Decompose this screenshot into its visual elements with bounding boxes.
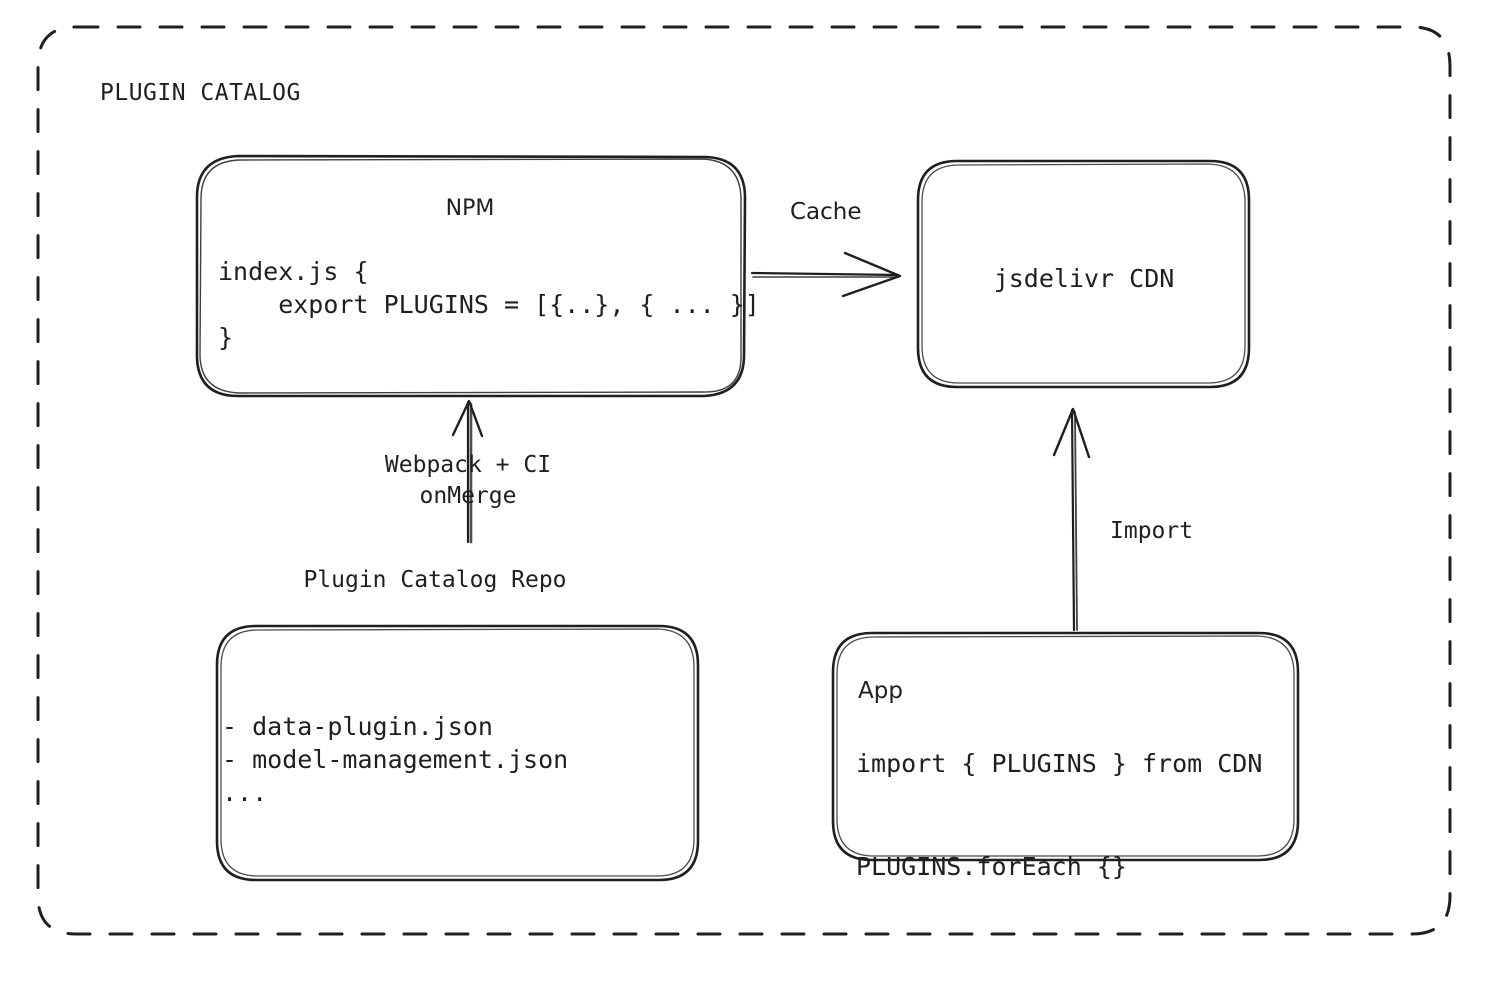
import-arrow bbox=[1052, 407, 1091, 632]
cdn-node-label: jsdelivr CDN bbox=[993, 264, 1175, 293]
cache-arrow bbox=[750, 251, 902, 298]
repo-node-caption: Plugin Catalog Repo bbox=[303, 567, 567, 593]
npm-node-code: index.js { export PLUGINS = [{..}, { ...… bbox=[218, 257, 760, 352]
app-node-label: App bbox=[858, 678, 903, 704]
app-node-code: import { PLUGINS } from CDN PLUGINS.forE… bbox=[856, 749, 1263, 881]
webpack-ci-edge-label: Webpack + CI onMerge bbox=[384, 452, 552, 510]
repo-node-file-list: - data-plugin.json - model-management.js… bbox=[222, 712, 569, 807]
import-edge-label: Import bbox=[1110, 518, 1194, 544]
cache-edge-label: Cache bbox=[790, 199, 862, 225]
npm-node-label: NPM bbox=[445, 196, 495, 221]
page-title: PLUGIN CATALOG bbox=[100, 80, 301, 106]
